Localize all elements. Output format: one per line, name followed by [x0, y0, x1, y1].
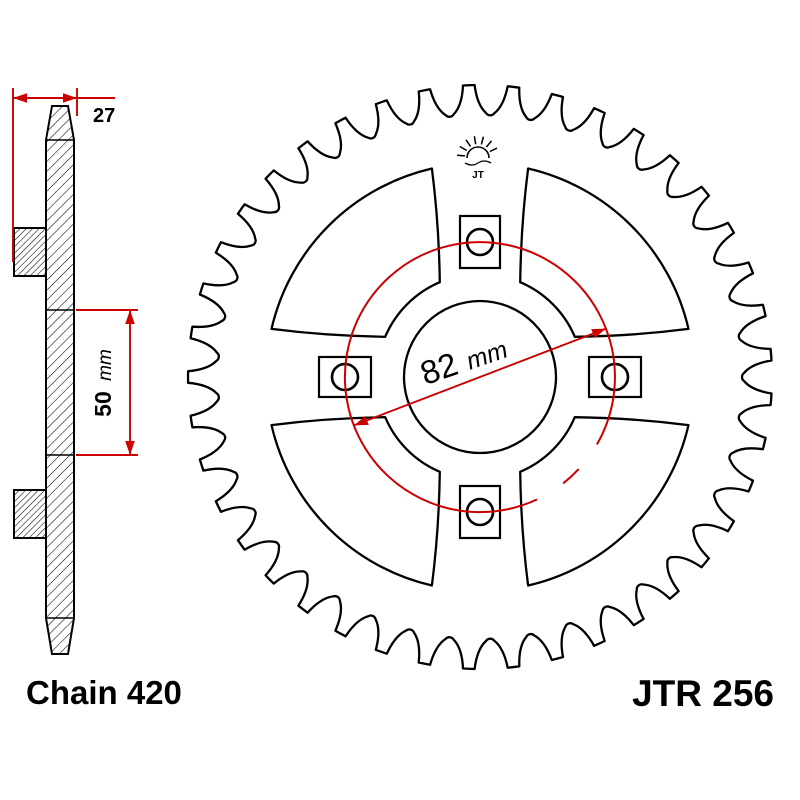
- logo-sun-ray: [457, 154, 466, 157]
- dimension-arrowhead: [125, 441, 135, 455]
- logo-sun-ray: [465, 139, 472, 147]
- width-dimension-label: 27: [93, 105, 115, 127]
- dimension-arrowhead: [591, 328, 606, 339]
- dimension-arrowhead: [125, 310, 135, 324]
- length-dimension-value: 50: [90, 391, 116, 417]
- bolt-slot-outline: [317, 355, 373, 399]
- logo-sun-ray: [480, 136, 485, 145]
- section-plate: [45, 105, 75, 655]
- dimension-arrowhead: [63, 93, 77, 103]
- lightening-cutout: [270, 416, 441, 587]
- diameter-line: [353, 327, 607, 427]
- bolt-slot-outline: [587, 355, 643, 399]
- logo-sun-ray: [473, 136, 477, 145]
- logo-sun-ray: [459, 145, 468, 152]
- logo-sun-ray: [489, 147, 498, 153]
- bolt-circle-dash: [562, 468, 580, 485]
- chain-size-label: Chain 420: [26, 674, 182, 711]
- length-dimension-label: 50 mm: [90, 349, 116, 417]
- section-hub-flange: [13, 489, 47, 539]
- model-number-label: JTR 256: [632, 673, 774, 714]
- section-hub-flange: [13, 227, 47, 277]
- logo-sun-arc: [466, 146, 490, 159]
- logo-mark: [457, 136, 498, 166]
- dimension-arrowhead: [13, 93, 27, 103]
- logo-text: JT: [472, 170, 484, 181]
- dimension-arrowhead: [354, 415, 369, 426]
- bolt-circle-arc: [343, 241, 616, 514]
- logo-wave: [464, 160, 492, 166]
- dimension-annotations: [12, 88, 616, 514]
- lightening-cutout: [270, 167, 441, 338]
- bolt-slot-outline: [458, 214, 502, 270]
- side-section-view: [13, 105, 75, 655]
- lightening-cutout: [519, 167, 690, 338]
- bolt-slot-outline: [458, 484, 502, 540]
- length-dimension-unit: mm: [95, 349, 116, 381]
- logo-sun-ray: [485, 140, 493, 148]
- lightening-cutout: [519, 416, 690, 587]
